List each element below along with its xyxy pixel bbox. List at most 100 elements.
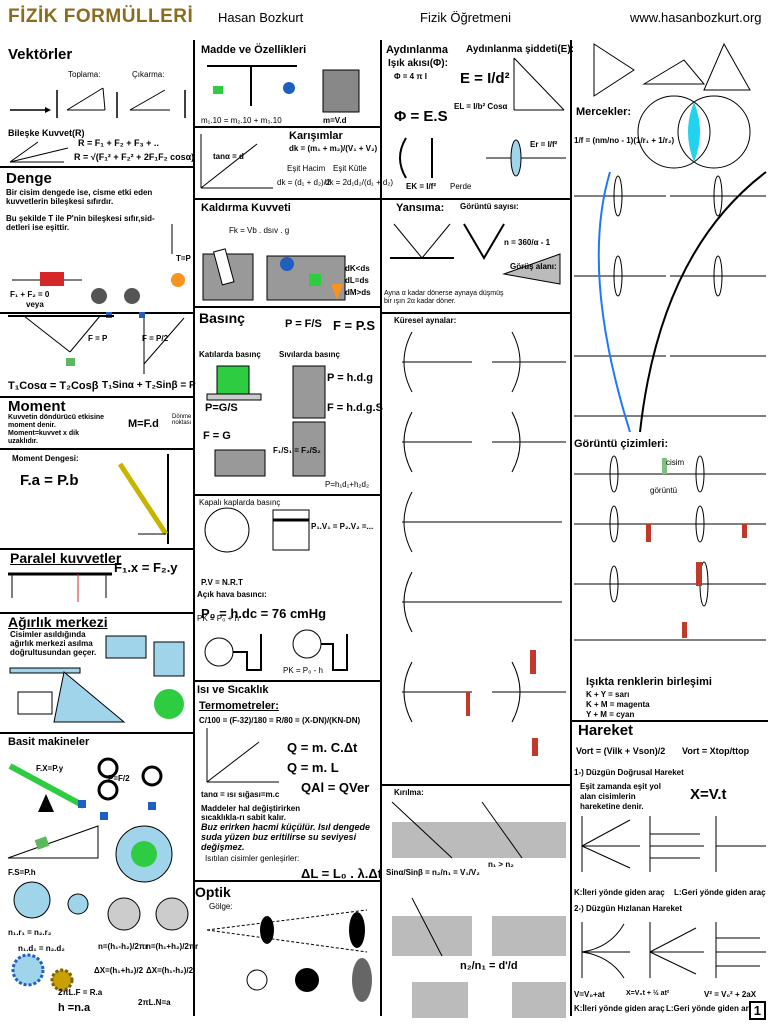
section-aydinlanma: Aydınlanma Aydınlanma şiddeti(E): Işık a…: [380, 40, 574, 200]
basit-diagrams: [7, 757, 189, 931]
shadow-diagram: [206, 909, 372, 1002]
label-gorus-alani: Görüş alanı:: [510, 262, 557, 271]
eq-gaz-1: P₁.V₁ = P₂.V₂ =...: [311, 522, 374, 531]
eq-basinc-6: F = G: [203, 430, 231, 442]
section-optik: Optik Gölge:: [193, 880, 380, 1016]
label-sayi: Görüntü sayısı:: [460, 202, 519, 211]
eq-gaz-2: P.V = N.R.T: [201, 578, 243, 587]
website-link[interactable]: www.hasanbozkurt.org: [630, 10, 762, 25]
eq-basit-2: F.S=P.h: [8, 868, 36, 877]
eq-hareket-4: V=V₀+at: [574, 990, 605, 999]
eq-basinc-2: F = P.S: [333, 318, 376, 333]
eq-kirilma-1: Sinα/Sinβ = n₂/n₁ = V₁/V₂: [386, 868, 480, 877]
rel-k: dK<ds: [345, 264, 370, 273]
label-ddh: 1-) Düzgün Doğrusal Hareket: [574, 768, 684, 777]
eq-basinc-5: F = h.d.g.S: [327, 402, 383, 414]
eq-hareket-6: V² = V₀² + 2aX: [704, 990, 757, 999]
paralel-diagram: [8, 572, 112, 602]
section-denge: Denge Bir cisim dengede ise, cisme etki …: [0, 166, 193, 343]
section-moment-dengesi: Moment Dengesi: F.a = P.b: [0, 448, 193, 550]
isi-text-2: Buz erirken hacmi küçülür. Isıl dengede …: [201, 822, 371, 852]
eq-hareket-3: X=V.t: [690, 786, 727, 803]
eq-basit-11: h =n.a: [58, 1002, 91, 1014]
label-bileske: Bileşke Kuvvet(R): [8, 128, 85, 138]
gear-diagram: [11, 953, 74, 992]
label-ileri: K:İleri yönde giden araç: [574, 888, 665, 897]
author-name: Hasan Bozkurt: [218, 10, 304, 25]
eq-ay-1: Φ = 4 π I: [394, 72, 427, 81]
eq-f1f2: F₁ + F₂ = 0: [10, 290, 50, 299]
label-genlesme: Isıtılan cisimler genleşirler:: [205, 854, 300, 863]
eq-basinc-3: P=G/S: [205, 402, 238, 414]
moment-text: Kuvvetin döndürücü etkisine moment denir…: [8, 414, 105, 445]
note-esit-kutle: Eşit Kütle: [333, 164, 367, 173]
eq-hareket-1: Vort = (Vilk + Vson)/2: [576, 746, 666, 756]
eq-ay-5: EK = I/f²: [406, 182, 437, 191]
eq-karisim-3: dk = 2d₁d₂/(d₁ + d₂): [325, 178, 394, 187]
section-title: Işıkta renklerin birleşimi: [586, 676, 712, 688]
eq-basit-5: n₁.d₁ = n₂.d₂: [18, 944, 65, 953]
note-esit-hacim: Eşit Hacim: [287, 164, 326, 173]
image-drawing-diagrams: [574, 455, 766, 641]
formula-r-mag: R = √(F₁² + F₂² + 2F₁F₂ cosα): [74, 152, 195, 162]
tension-diagram: [8, 315, 185, 374]
column-3: Aydınlanma Aydınlanma şiddeti(E): Işık a…: [380, 40, 574, 1018]
eq-ay-3: EL = I/b² Cosα: [454, 102, 508, 111]
section-basit: Basit makineler F.X=P.y F.S=P.h P=F/2 n₁…: [0, 732, 198, 1016]
eq-hareket-2: Vort = Xtop/ttop: [682, 746, 750, 756]
screen-diagram: [399, 137, 566, 179]
eq-isi-4: QAl = QVer: [301, 780, 370, 795]
eq-gaz-3: P₀ = h.dc = 76 cmHg: [201, 606, 327, 621]
eq-basinc-4: P = h.d.g: [327, 372, 373, 384]
eq-tension-1: T₁Cosα = T₂Cosβ: [8, 380, 99, 392]
section-title: Görüntü çizimleri:: [574, 438, 669, 450]
section-title: Basit makineler: [8, 736, 90, 748]
eq-fp: F = P: [88, 334, 108, 343]
eq-basit-1: F.X=P.y: [36, 764, 64, 773]
section-mercek: Mercekler: 1/f = (nm/nο - 1)(1/r₁ + 1/r₂…: [570, 40, 768, 722]
mirror-diagram: [390, 223, 561, 285]
eq-isi-tan: tanα = ısı sığası=m.c: [201, 790, 280, 799]
eq-hareket-5: X=V₀t + ½ at²: [626, 990, 670, 997]
eq-ay-6: Er = I/f²: [530, 140, 558, 149]
buoyancy-diagram: [202, 248, 346, 301]
ddh-graphs: [581, 816, 766, 872]
section-hareket: Hareket Vort = (Vilk + Vson)/2 Vort = Xt…: [570, 720, 768, 1016]
label-kapali: Kapalı kaplarda basınç: [199, 498, 281, 507]
section-karisim: Karışımlar tanα = d dk = (m₁ + m₂)/(V₁ +…: [193, 126, 393, 200]
eq-fp2: F = P/2: [142, 334, 169, 343]
eq-moment-dengesi: F.a = P.b: [20, 472, 79, 489]
eq-basinc-7: F₁/S₁ = F₂/S₂: [273, 446, 321, 455]
brand-title: FİZİK FORMÜLLERİ: [8, 6, 194, 27]
section-title: Basınç: [199, 310, 245, 326]
isi-text-1: Maddeler hal değiştirirken sıcaklıkla-rı…: [201, 804, 301, 822]
label-dhh: 2-) Düzgün Hızlanan Hareket: [574, 904, 683, 913]
label-perde: Perde: [450, 182, 472, 191]
section-title: Madde ve Özellikleri: [201, 44, 307, 56]
page-header: FİZİK FORMÜLLERİ Hasan Bozkurt Fizik Öğr…: [0, 0, 768, 34]
eq-isi-5: ΔL = L₀ . λ.Δt: [301, 866, 383, 881]
section-title: Kırılma:: [394, 788, 424, 797]
section-title: Karışımlar: [289, 130, 343, 142]
section-yansima: Yansıma: Görüntü sayısı: n = 360/α - 1 G…: [380, 198, 570, 314]
section-title: Denge: [6, 170, 52, 187]
section-title: Mercekler:: [576, 106, 632, 118]
resultant-diagram: [9, 141, 69, 163]
eq-kaldirma: Fk = Vb . dsıv . g: [229, 226, 290, 235]
lens-ray-diagrams: [574, 171, 767, 433]
section-tension: T₁Cosα = T₂Cosβ T₁Sinα + T₂Sinβ = P: [0, 312, 196, 398]
column-4: Mercekler: 1/f = (nm/nο - 1)(1/r₁ + 1/r₂…: [570, 40, 768, 1016]
eq-basit-9: ΔX=(h₁-h₂)/2: [146, 966, 194, 975]
lever-diagram: [117, 454, 169, 544]
label-sivilar: Sıvılarda basınç: [279, 350, 340, 359]
label-siddet: Aydınlanma şiddeti(E):: [466, 44, 574, 55]
refraction-diagrams: [391, 801, 566, 1018]
density-graph: [200, 134, 273, 189]
formula-r-sum: R = F₁ + F₂ + F₃ + ..: [78, 138, 159, 148]
denge-text-2: Bu şekilde T ile P'nin bileşkesi sıfır,s…: [6, 214, 155, 232]
eq-isi-1: C/100 = (F-32)/180 = R/80 = (X-DN)/(KN-D…: [199, 716, 361, 725]
eq-ay-4: Φ = E.S: [394, 108, 448, 125]
section-kaldirma: Kaldırma Kuvveti Fk = Vb . dsıv . g dK<d…: [193, 198, 380, 308]
renk-2: K + M = magenta: [586, 700, 650, 709]
label-n-compare: n₁ > n₂: [488, 860, 514, 869]
